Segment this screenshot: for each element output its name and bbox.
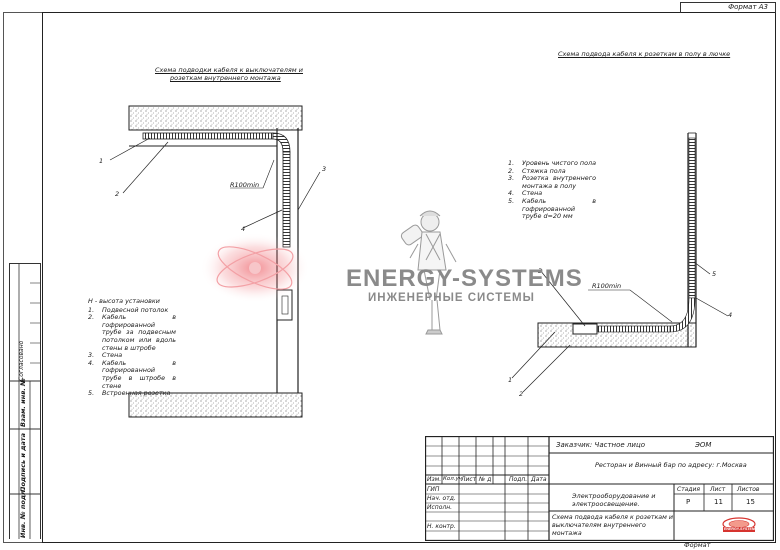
tb-col-izm: Изм.	[427, 476, 442, 483]
right-legend-num-5: 5.	[508, 196, 515, 205]
floor-slab	[128, 392, 303, 418]
tb-role-norm: Н. контр.	[427, 523, 456, 530]
format-top-box	[680, 2, 776, 13]
right-callout-5: 5	[712, 270, 717, 278]
tb-company-logo: ENERGY-SYSTEMS	[715, 516, 763, 534]
watermark-graphic	[200, 210, 457, 335]
tb-object: Ресторан и Винный бар по адресу: г.Москв…	[595, 461, 747, 469]
tb-col-date: Дата	[531, 476, 547, 483]
tb-sheet-title-line2: выключателям внутреннего	[552, 522, 646, 529]
left-legend-text-3: Стена	[102, 351, 123, 360]
tb-sheet-value: 11	[714, 498, 723, 506]
tb-role-gip: ГИП	[427, 486, 440, 493]
tb-col-nd: № д	[479, 476, 492, 483]
tb-section-line1: Электрооборудование и	[572, 492, 656, 500]
right-legend: 1. Уровень чистого пола 2. Стяжка пола 3. Р…	[508, 159, 596, 221]
tb-customer: Заказчик: Частное лицо	[556, 441, 645, 449]
right-legend-text-5: Кабель в гофрированной трубе d=20 мм	[522, 196, 596, 221]
tb-code: ЭОМ	[695, 441, 712, 449]
left-callout-1: 1	[99, 157, 104, 165]
tb-sheet-label: Лист	[710, 486, 726, 493]
left-legend-header: Н - высота установки	[88, 297, 160, 305]
tb-role-head: Нач. отд.	[427, 495, 456, 502]
tb-stage-value: Р	[686, 498, 691, 506]
left-drawing-title-line1: Схема подводки кабеля к выключателям и	[155, 66, 303, 74]
format-label-top: Формат А3	[728, 3, 768, 11]
left-callout-3: 3	[322, 165, 327, 173]
right-legend-num-3: 3.	[508, 174, 515, 183]
right-legend-num-1: 1.	[508, 159, 515, 167]
format-label-bottom: Формат	[684, 541, 711, 549]
right-legend-text-4: Стена	[522, 189, 543, 198]
watermark-subtitle: ИНЖЕНЕРНЫЕ СИСТЕМЫ	[368, 292, 535, 304]
left-legend-num-1: 1.	[88, 305, 95, 314]
left-legend-num-2: 2.	[88, 313, 95, 322]
cable-vertical-right	[688, 137, 696, 299]
tb-sheet-title-line1: Схема подвода кабеля к розеткам и	[552, 514, 673, 521]
right-callout-1: 1	[508, 376, 513, 384]
stamp-agreed: Согласовано	[18, 340, 25, 381]
left-legend-num-4: 4.	[88, 358, 95, 367]
left-legend-text-2: Кабель в гофрированной трубе за подвесны…	[102, 313, 176, 352]
tb-col-kol: Кол.уч	[443, 476, 463, 482]
left-legend-text-4: Кабель в гофрированной трубе в штробе в …	[102, 358, 176, 390]
watermark-engineer-figure	[400, 210, 457, 335]
stamp-sign-date: Подпись и дата	[19, 432, 27, 492]
stamp-replace-inv: Взам. инв. №	[19, 378, 27, 427]
right-radius-label: R100min	[592, 282, 622, 290]
stamp-inv-orig: Инв. № подл.	[19, 487, 27, 538]
tb-role-exec: Исполн.	[427, 504, 453, 511]
right-callout-3: 3	[538, 267, 543, 275]
left-legend: Н - высота установки 1. Подвесной потолок…	[88, 297, 176, 398]
right-legend-text-2: Стяжка пола	[522, 166, 566, 175]
tb-sheets-label: Листов	[737, 486, 760, 493]
tb-sheet-title-line3: монтажа	[552, 530, 582, 537]
left-drawing-title-line2: розеткам внутреннего монтажа	[170, 74, 281, 82]
tb-stage-label: Стадия	[677, 486, 701, 493]
right-callout-2: 2	[519, 390, 524, 398]
left-callout-2: 2	[115, 190, 120, 198]
tb-logo-text: ENERGY-SYSTEMS	[724, 526, 758, 531]
right-legend-num-2: 2.	[508, 166, 515, 175]
left-legend-text-1: Подвесной потолок	[102, 305, 169, 314]
right-drawing	[511, 132, 729, 393]
left-legend-num-3: 3.	[88, 351, 95, 360]
tb-col-sign: Подп.	[509, 476, 528, 483]
ceiling-slab	[128, 105, 303, 131]
left-drawing	[109, 105, 321, 418]
cable-bend	[272, 132, 291, 153]
tb-section-line2: электроосвещение.	[572, 500, 640, 508]
floor-socket	[572, 323, 598, 335]
left-legend-num-5: 5.	[88, 389, 95, 398]
tb-sheets-value: 15	[746, 498, 755, 506]
left-radius-label: R100min	[230, 181, 260, 189]
right-legend-text-1: Уровень чистого пола	[522, 159, 596, 167]
right-legend-num-4: 4.	[508, 189, 515, 198]
right-drawing-title: Схема подвода кабеля к розеткам в полу в…	[558, 50, 731, 58]
left-legend-text-5: Встроенная розетка	[102, 389, 171, 398]
side-stamp: Согласовано Взам. инв. № Подпись и дата …	[9, 263, 41, 539]
sheet-inner-frame	[42, 12, 776, 543]
right-legend-text-3: Розетка внутреннего монтажа в полу	[522, 174, 596, 190]
tb-col-list: Лист	[461, 476, 477, 483]
cable-vertical	[282, 151, 291, 248]
cable-horizontal	[142, 132, 274, 140]
cable-horizontal-right	[597, 325, 671, 333]
left-callout-4: 4	[241, 225, 246, 233]
watermark-title: ENERGY-SYSTEMS	[346, 265, 583, 292]
title-block: Заказчик: Частное лицо ЭОМ Ресторан и Ви…	[425, 436, 774, 541]
right-callout-4: 4	[728, 311, 733, 319]
